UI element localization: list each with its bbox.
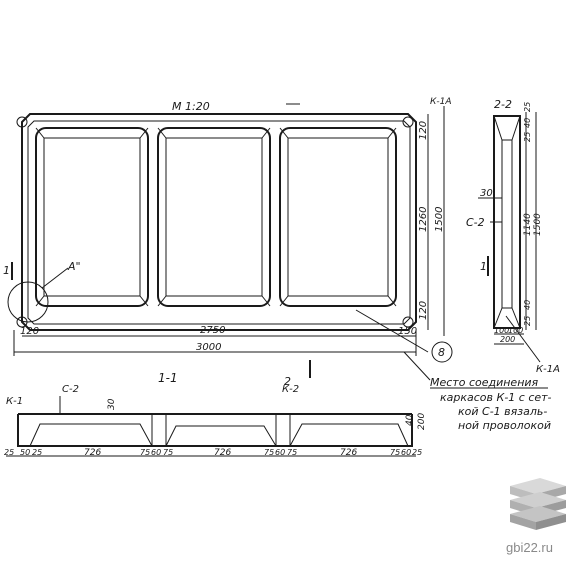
scale-label: М 1:20: [172, 100, 210, 113]
s11-b3: 726: [84, 448, 101, 458]
k1a-label: К-1А: [536, 364, 560, 375]
section-1-1-title: 1-1: [158, 371, 178, 385]
s11-b7: 726: [214, 448, 231, 458]
loop-tl: [16, 116, 28, 128]
section-2-2-title: 2-2: [494, 98, 512, 111]
c2-label: С-2: [466, 216, 485, 229]
loop-tr: [402, 116, 414, 128]
s11-b8: 75: [264, 448, 274, 457]
s11-k2: К-2: [282, 384, 299, 395]
s22-one: 1: [480, 260, 487, 273]
s11-dim-200: 200: [417, 413, 427, 430]
s11-two: 2: [284, 375, 291, 388]
s11-b13: 60: [401, 448, 411, 457]
cell-1: [35, 127, 149, 307]
s11-b0: 25: [4, 448, 14, 457]
dim-panel-width: 2750: [200, 325, 225, 336]
detail-a-label: А": [67, 260, 81, 273]
s11-b11: 726: [340, 448, 357, 458]
note-line-0: Место соединения: [430, 376, 539, 389]
section-1-label: 1: [3, 264, 10, 277]
watermark-logo: [510, 478, 566, 530]
s11-dim-40: 40: [405, 414, 415, 426]
dim-bottom-edge: 120: [418, 301, 429, 320]
loop-br: [402, 316, 414, 328]
s22-bot-1: 25: [523, 316, 532, 326]
s11-b5: 60: [151, 448, 161, 457]
s22-base-2: 200: [500, 335, 515, 344]
cell-2: [157, 127, 271, 307]
s22-mid-1: 1500: [533, 213, 543, 236]
dim-right-edge: 150: [398, 326, 417, 337]
detail-leader: [41, 267, 69, 289]
s11-profile: [17, 414, 413, 447]
s11-b10: 75: [287, 448, 297, 457]
section-2-2: 2-2 25 40 25 1140 1500 40 25 100 100 200…: [466, 98, 560, 375]
note-block: Место соединения каркасов К-1 с сет- кой…: [403, 351, 552, 432]
section-1-1: 1-1 К-1 С-2 К-2 2 30 40 200 25 50 25 726…: [4, 360, 427, 458]
panel-inner-outline: [27, 120, 411, 325]
plan-view: А" 1 М 1:20 120 2750 150 3000 120 1260 1…: [3, 97, 453, 363]
s22-label-30: 30: [480, 188, 493, 199]
detail-circle: [7, 281, 49, 323]
cell-3: [279, 127, 397, 307]
s11-b6: 75: [163, 448, 173, 457]
dim-left-edge: 120: [20, 326, 39, 337]
dim-height-total: 1500: [434, 207, 445, 232]
k1a-top-label: К-1А: [430, 97, 452, 107]
s11-b2: 25: [32, 448, 42, 457]
dim-overall-length: 3000: [196, 342, 221, 353]
s11-b14: 25: [412, 448, 422, 457]
s11-dim-30: 30: [107, 398, 117, 410]
s22-base-1: 100: [508, 326, 523, 335]
dim-top-edge: 120: [418, 121, 429, 140]
panel-outline: [21, 113, 417, 331]
s22-base-0: 100: [494, 326, 509, 335]
watermark-text: gbi22.ru: [506, 540, 553, 555]
s11-b12: 75: [390, 448, 400, 457]
callout-circle: [431, 341, 453, 363]
note-line-1: каркасов К-1 с сет-: [440, 391, 552, 404]
s22-mid-0: 1140: [523, 213, 533, 236]
s22-top-2: 25: [523, 132, 532, 142]
s11-c2: С-2: [62, 384, 79, 395]
s22-top-0: 25: [523, 102, 532, 112]
note-line-3: ной проволокой: [458, 419, 551, 432]
dim-height-inner: 1260: [418, 207, 429, 232]
s11-b1: 50: [20, 448, 30, 457]
s11-k1: К-1: [6, 396, 23, 407]
s11-b4: 75: [140, 448, 150, 457]
s22-top-1: 40: [523, 118, 532, 128]
s22-bot-0: 40: [523, 300, 532, 310]
callout-8: 8: [438, 346, 445, 359]
note-line-2: кой С-1 вязаль-: [458, 405, 547, 418]
s11-b9: 60: [275, 448, 285, 457]
